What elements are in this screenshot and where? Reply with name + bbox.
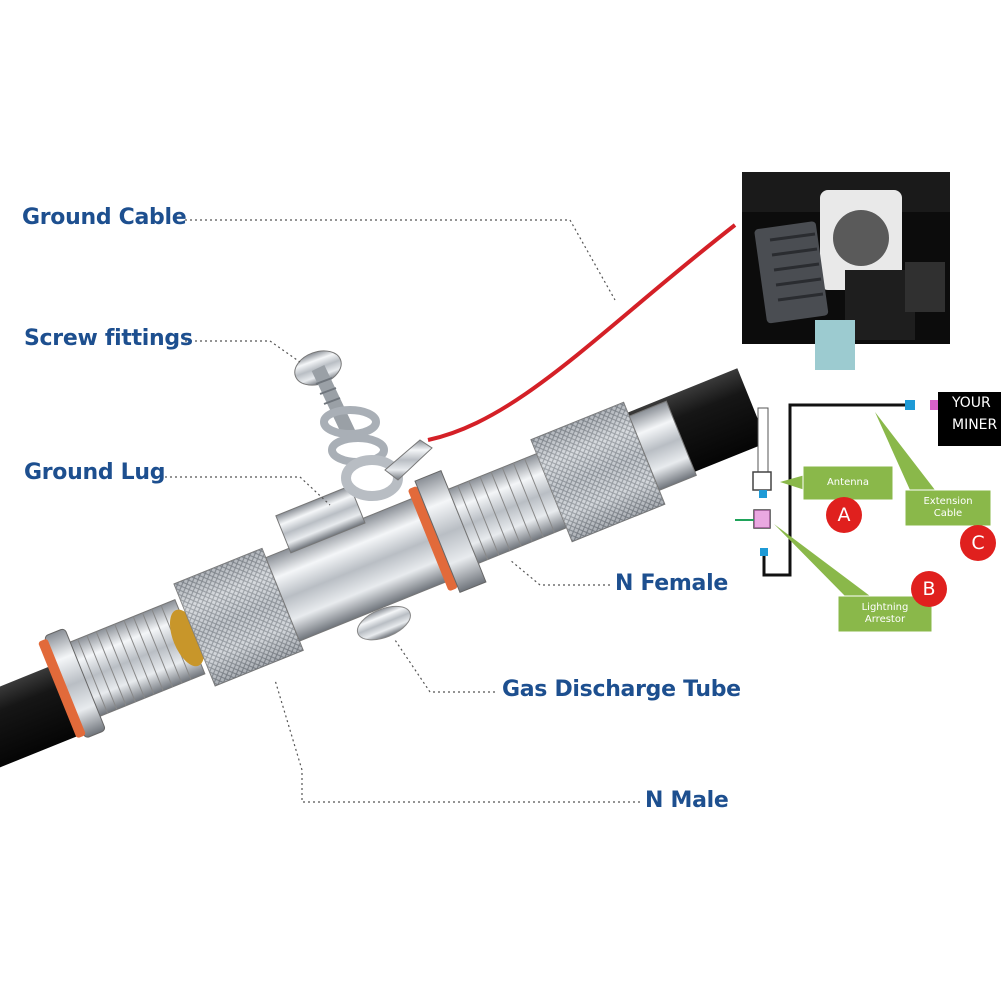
lightning-arrestor-label: Lightning Arrestor bbox=[861, 602, 909, 625]
badge-b: B bbox=[911, 571, 947, 607]
antenna-label-box bbox=[802, 465, 894, 501]
your-miner-label: YOUR MINER bbox=[938, 392, 1001, 446]
ground-cable-label: Ground Cable bbox=[22, 205, 187, 230]
ground-wire bbox=[427, 223, 737, 442]
n-male-label: N Male bbox=[645, 788, 729, 813]
screw-fittings-label: Screw fittings bbox=[24, 326, 193, 351]
connector-blue bbox=[759, 490, 767, 498]
arrestor-body bbox=[38, 400, 697, 738]
gas-discharge-tube-label: Gas Discharge Tube bbox=[502, 677, 741, 702]
extension-cable-label: Extension Cable bbox=[923, 496, 973, 519]
screw-fitting bbox=[294, 350, 388, 466]
n-female-label: N Female bbox=[615, 571, 728, 596]
ground-lug bbox=[341, 439, 433, 501]
ground-lug-label: Ground Lug bbox=[24, 460, 166, 485]
badge-c: C bbox=[960, 525, 996, 561]
leader-lines bbox=[160, 219, 640, 803]
badge-a: A bbox=[826, 497, 862, 533]
antenna-label: Antenna bbox=[826, 477, 870, 488]
extension-cable-label-box bbox=[904, 489, 992, 527]
wiring-diagram bbox=[735, 400, 992, 633]
miner-photo bbox=[742, 172, 950, 370]
